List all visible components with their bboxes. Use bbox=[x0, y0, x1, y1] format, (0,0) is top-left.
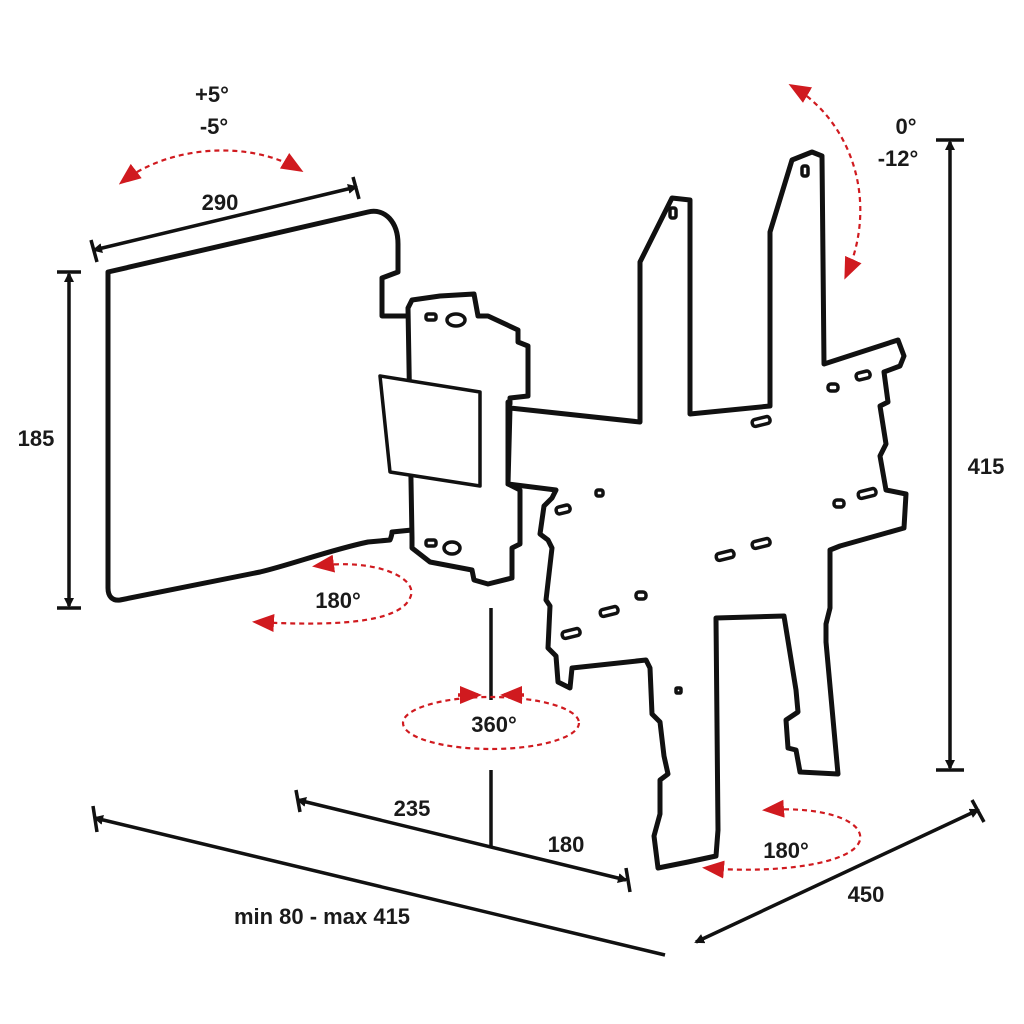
bracket-slot bbox=[634, 590, 648, 601]
swivel-wall-arrow bbox=[252, 554, 413, 632]
bracket-slot bbox=[554, 503, 572, 516]
pivot-hole-bottom bbox=[442, 540, 462, 556]
label-swivel-center: 360° bbox=[471, 712, 517, 737]
label-arm-front: 235 bbox=[394, 796, 431, 821]
label-plate-height: 185 bbox=[18, 426, 55, 451]
label-vtilt-minus: -12° bbox=[878, 146, 919, 171]
dim-tick bbox=[89, 239, 99, 263]
tilt-horizontal-arrow bbox=[118, 149, 304, 185]
bracket-slot bbox=[854, 369, 872, 382]
dim-extension bbox=[93, 815, 666, 957]
dim-tick bbox=[970, 799, 986, 823]
pivot-slot-top bbox=[424, 312, 438, 322]
label-bracket-height: 415 bbox=[968, 454, 1005, 479]
label-extension: min 80 - max 415 bbox=[234, 904, 410, 929]
label-plate-width: 290 bbox=[202, 190, 239, 215]
dim-arm bbox=[296, 797, 628, 883]
bracket-slot bbox=[714, 548, 736, 563]
dim-tick bbox=[351, 176, 361, 200]
label-swivel-wall: 180° bbox=[315, 588, 361, 613]
bracket-slot bbox=[856, 486, 878, 501]
arm-window bbox=[378, 374, 482, 488]
label-swivel-bracket: 180° bbox=[763, 838, 809, 863]
bracket-slot bbox=[560, 626, 582, 641]
bracket-slot bbox=[674, 686, 683, 695]
wall-plate bbox=[105, 208, 415, 603]
dim-tick bbox=[624, 867, 632, 893]
pivot-slot-bottom bbox=[424, 538, 438, 548]
bracket-slot bbox=[832, 498, 846, 509]
swivel-bracket-arrow bbox=[702, 799, 862, 879]
bracket-slot bbox=[594, 488, 605, 498]
bracket-slot bbox=[826, 382, 840, 393]
tv-bracket bbox=[505, 149, 909, 871]
upright-hole-left bbox=[668, 206, 678, 220]
upright-hole-right bbox=[800, 164, 810, 178]
bracket-slot bbox=[598, 604, 620, 619]
label-bracket-width: 450 bbox=[848, 882, 885, 907]
label-vtilt-plus: 0° bbox=[895, 114, 916, 139]
pivot-hole-top bbox=[445, 312, 467, 328]
swivel-center-ring bbox=[401, 695, 581, 751]
label-tilt-plus: +5° bbox=[195, 82, 229, 107]
bracket-slot bbox=[750, 414, 772, 429]
dim-tick bbox=[91, 805, 99, 833]
label-tilt-minus: -5° bbox=[200, 114, 228, 139]
bracket-slot bbox=[750, 536, 772, 551]
label-arm-rear: 180 bbox=[548, 832, 585, 857]
dim-tick bbox=[294, 789, 302, 813]
dim-plate-width bbox=[92, 184, 358, 253]
dim-bracket-width bbox=[694, 808, 980, 944]
tilt-vertical-arrow bbox=[788, 83, 862, 280]
